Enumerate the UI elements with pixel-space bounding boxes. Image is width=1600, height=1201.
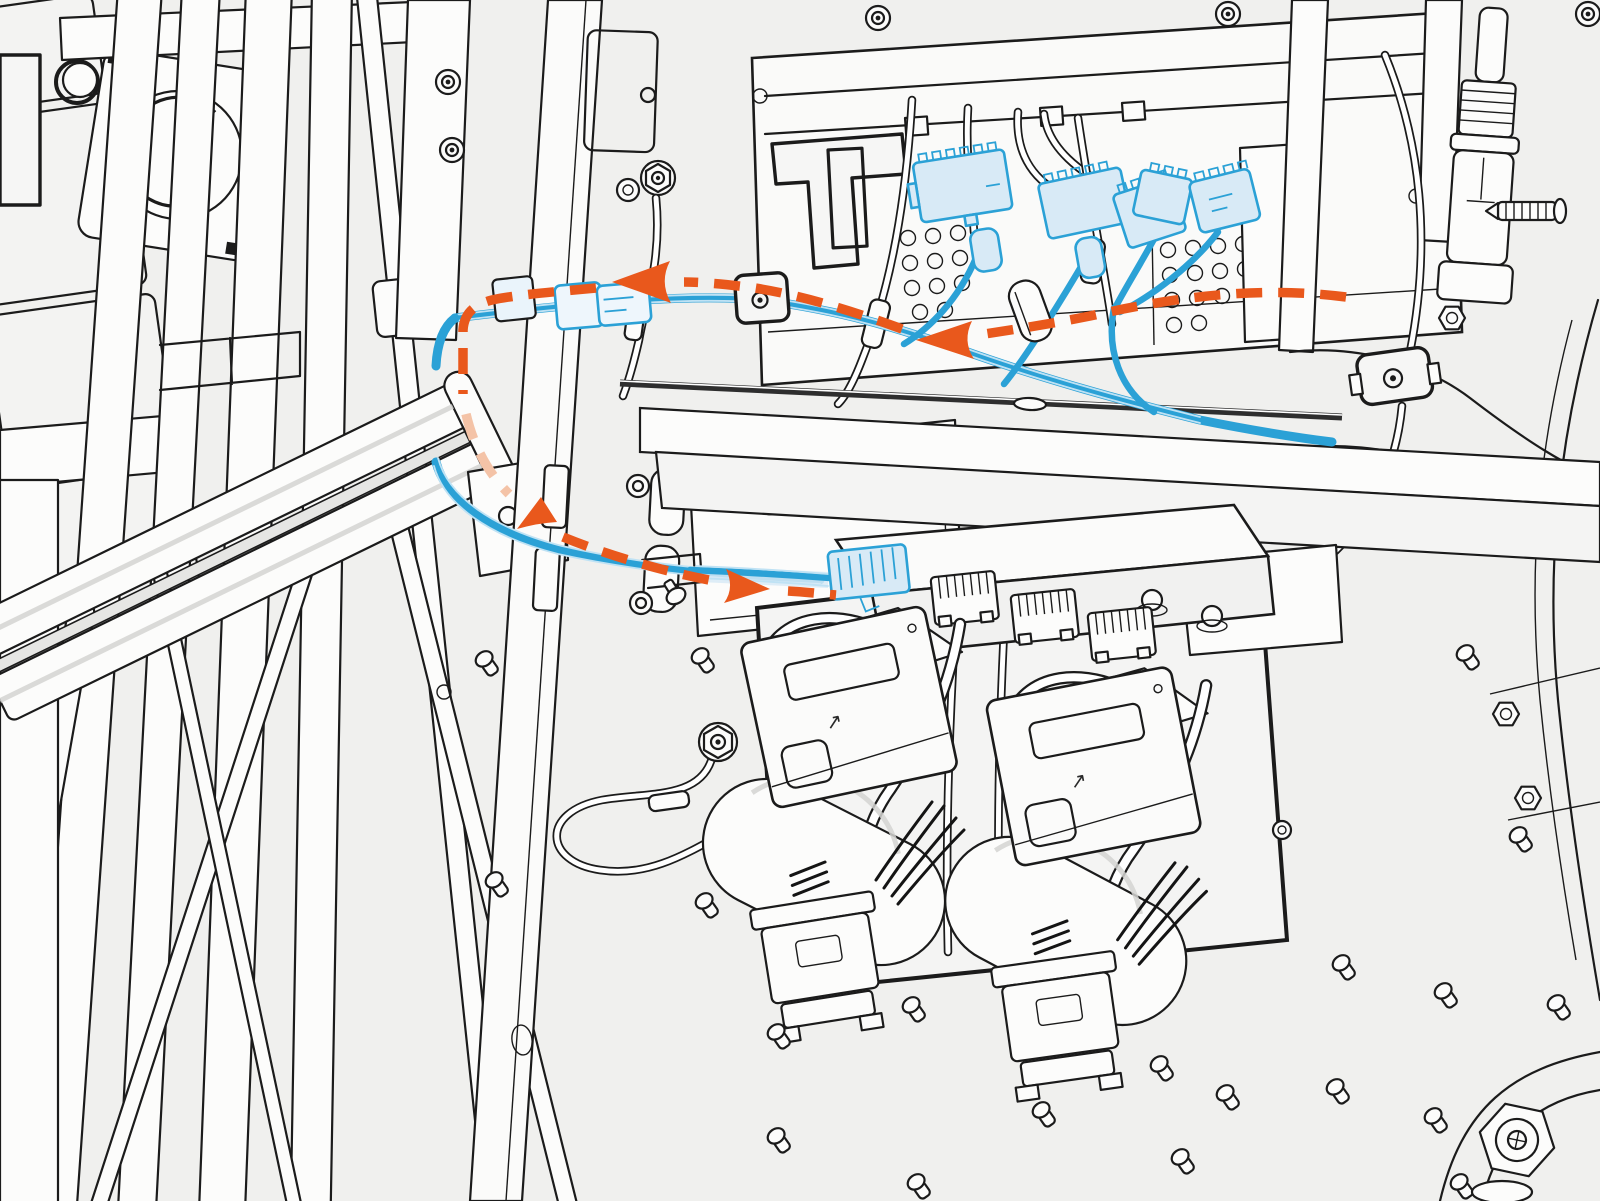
harness-connector-1 (906, 141, 1014, 273)
routing-path (458, 261, 1347, 603)
panel-rivets (436, 640, 1575, 1201)
harness-connector-2 (1037, 160, 1187, 280)
hex-nut (1437, 305, 1467, 331)
valve-fitting (1436, 6, 1520, 305)
routing-arrowhead (916, 321, 974, 359)
ground-strap (552, 721, 765, 876)
corner-bolt-assembly (1438, 667, 1600, 1201)
hinge-screw (628, 590, 654, 616)
harness-connector-4 (1188, 159, 1262, 234)
aluminum-crossbeam (0, 370, 570, 721)
pump-bay (681, 503, 1344, 1106)
terminal-connector (1009, 587, 1081, 647)
panel-pin (1574, 0, 1600, 28)
terminal-connector (929, 569, 1001, 629)
routing-path-occluded (461, 412, 513, 498)
ground-stud (615, 159, 677, 203)
inline-connector (553, 280, 653, 331)
hinge-screw (625, 473, 651, 499)
hex-bolt (1513, 785, 1543, 811)
cable-clamp (1348, 345, 1443, 407)
l-bracket (770, 132, 908, 270)
terminal-connector (1086, 605, 1158, 665)
shelf-rails (619, 379, 1600, 564)
panel-pin (864, 4, 892, 32)
panel-pin (1214, 0, 1242, 28)
panel-screw (438, 136, 466, 164)
routing-arrowhead (724, 569, 770, 603)
routing-arrowhead (612, 261, 671, 303)
panel-screw (434, 68, 462, 96)
hex-bolt (1491, 701, 1521, 727)
cable-clamp-dark (733, 271, 791, 325)
harness-connector-3 (1132, 161, 1194, 226)
set-screw (1484, 197, 1568, 225)
side-bracket (0, 53, 42, 207)
routing-arrowhead (517, 497, 557, 529)
thumb-knob (61, 61, 99, 99)
